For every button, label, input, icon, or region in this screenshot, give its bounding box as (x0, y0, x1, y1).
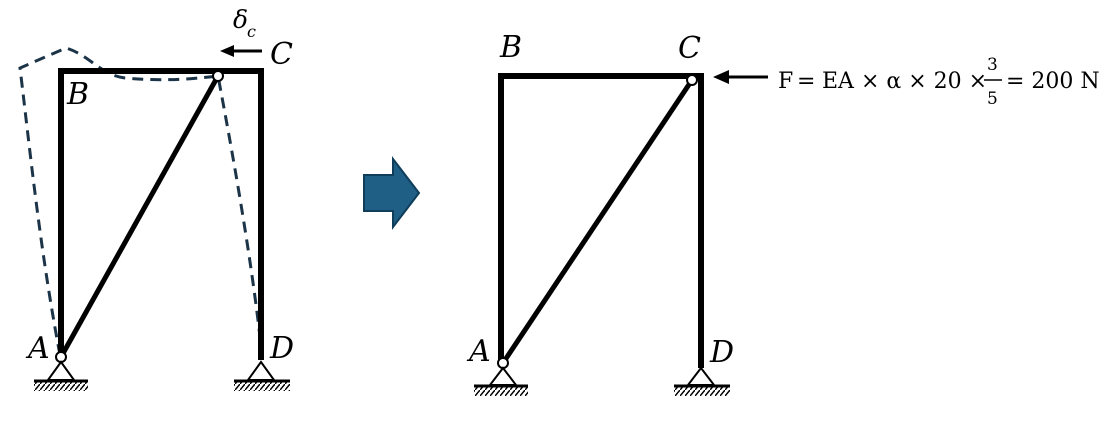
transition-arrow (363, 156, 421, 230)
right-label-d: D (709, 335, 734, 370)
right-support-a (474, 366, 528, 396)
left-label-delta: δ (233, 5, 248, 34)
displacement-arrow (220, 45, 262, 57)
force-formula: F = EA × α × 20 × 3 5 = 200 N (778, 55, 1100, 109)
formula-lhs: F (778, 69, 793, 94)
right-label-b: B (499, 30, 522, 65)
right-support-d (674, 366, 730, 396)
left-label-delta-sub: c (247, 22, 256, 41)
formula-rhs: = 200 N (1006, 69, 1100, 94)
left-label-b: B (66, 77, 89, 112)
right-hinge-c (686, 74, 698, 86)
left-frame: δ c C B A D (18, 5, 294, 391)
right-label-c: C (678, 31, 701, 66)
left-hinge-c (212, 70, 224, 82)
formula-frac-num: 3 (987, 55, 998, 75)
left-deformed-shape (18, 46, 264, 356)
left-support-d (234, 360, 290, 391)
left-label-d: D (269, 331, 294, 366)
left-label-a: A (25, 331, 50, 366)
formula-frac-den: 5 (987, 89, 998, 109)
formula-equals: = (797, 69, 815, 94)
right-label-a: A (466, 334, 491, 369)
formula-middle: EA × α × 20 × (822, 69, 987, 94)
left-label-c: C (270, 37, 293, 72)
right-member-ac (500, 78, 695, 365)
right-frame: B C A D F = EA × α × 20 × 3 5 = 200 N (466, 30, 1100, 396)
force-arrow (713, 70, 768, 84)
left-member-ac (58, 74, 221, 359)
left-support-a (34, 360, 88, 391)
